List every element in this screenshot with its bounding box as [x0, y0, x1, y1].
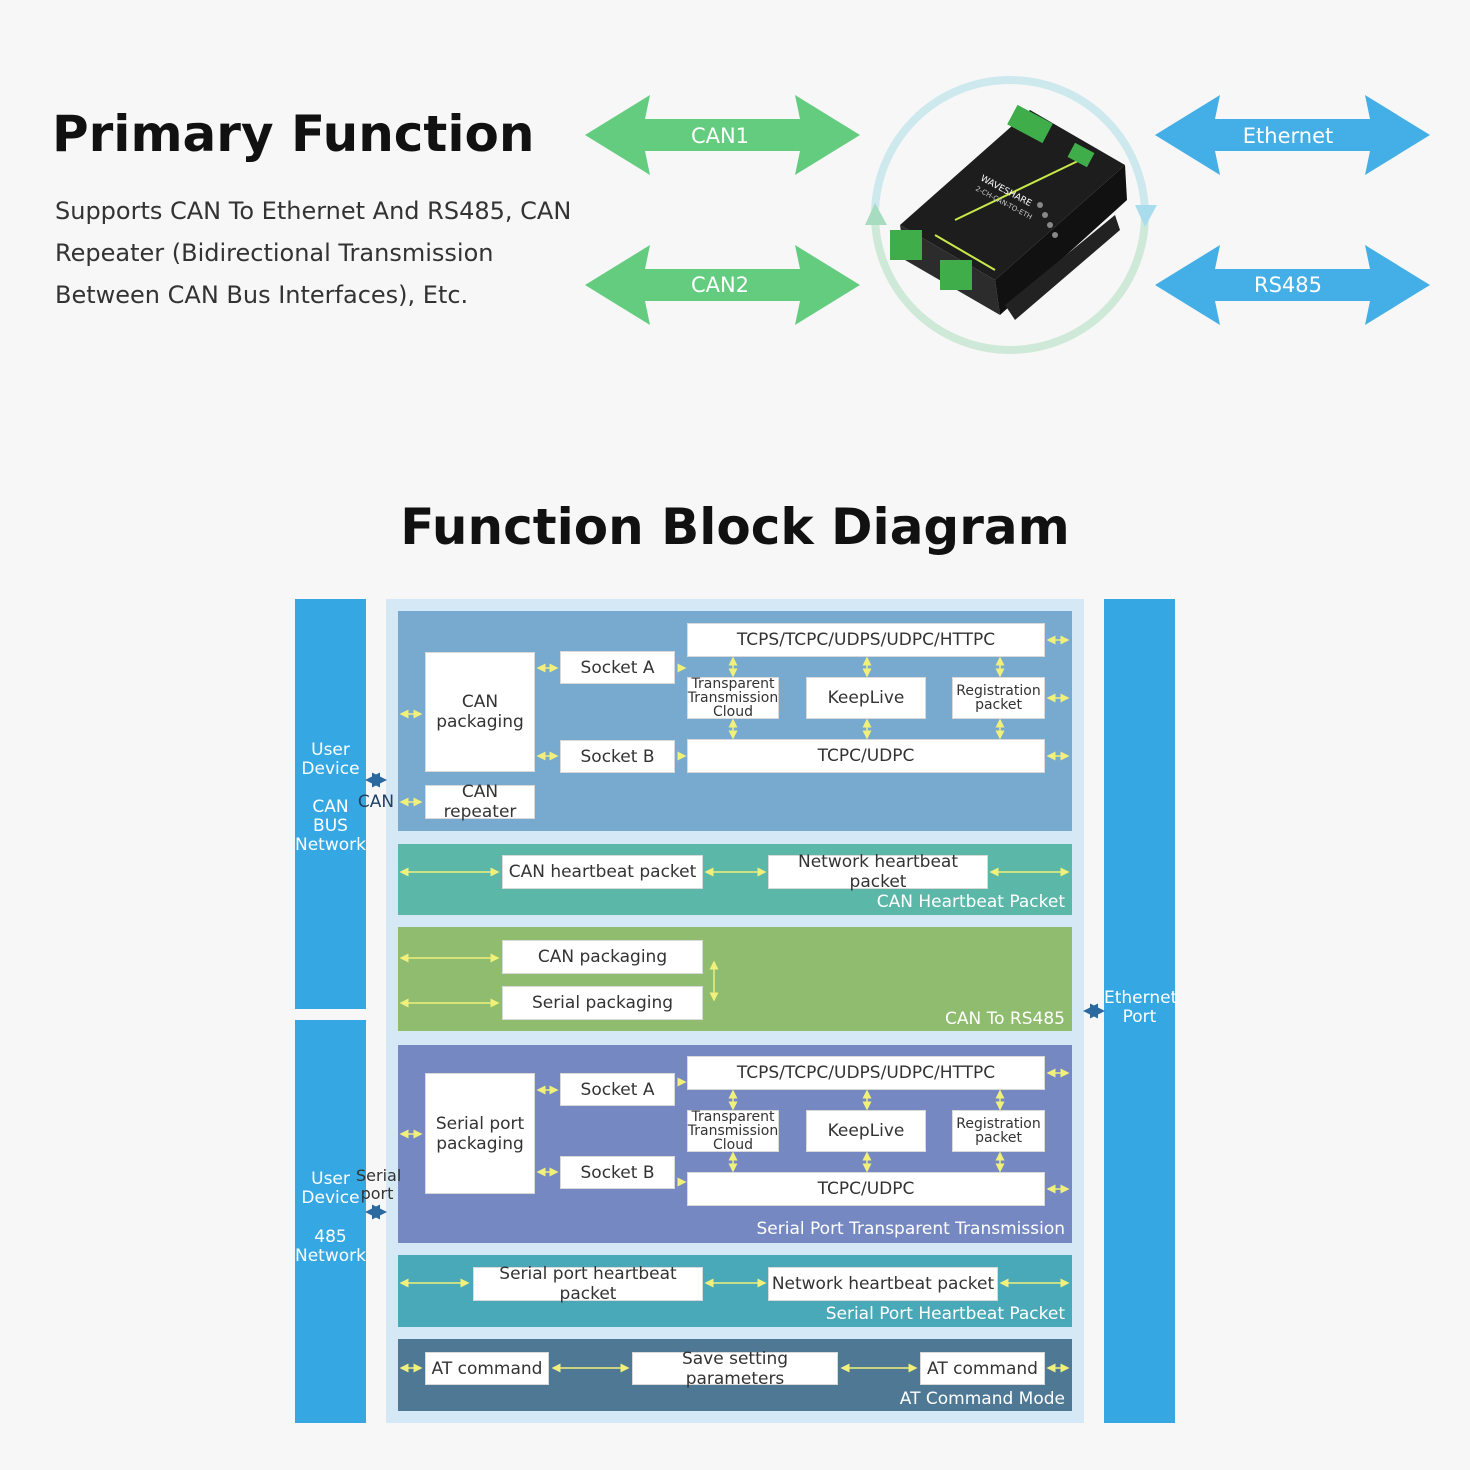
- eth-arrows: [1155, 95, 1430, 325]
- serial-socket-b-box: Socket B: [560, 1156, 675, 1189]
- terminal-left-1: [890, 230, 922, 260]
- terminal-left-2: [940, 260, 972, 290]
- can-tcpc-udpc-box: TCPC/UDPC: [687, 739, 1045, 773]
- block-diagram-title: Function Block Diagram: [400, 498, 1070, 556]
- can1-label: CAN1: [690, 124, 750, 148]
- ethernet-arrow-shape: [1155, 95, 1430, 175]
- serial-keeplive-box: KeepLive: [806, 1110, 926, 1152]
- cycle-arrow-bottom: [871, 214, 1149, 354]
- at-command-right-box: AT command: [920, 1352, 1045, 1385]
- serial-transparent-cloud-box: Transparent Transmission Cloud: [687, 1109, 779, 1153]
- serial-heartbeat-panel-label: Serial Port Heartbeat Packet: [825, 1304, 1065, 1324]
- can-heartbeat-packet-box: CAN heartbeat packet: [502, 855, 703, 889]
- serial-tcpc-udpc-box: TCPC/UDPC: [687, 1172, 1045, 1206]
- rs485-serial-packaging-box: Serial packaging: [502, 986, 703, 1020]
- can-transparent-cloud-box: Transparent Transmission Cloud: [687, 676, 779, 720]
- at-command-left-box: AT command: [425, 1352, 549, 1385]
- rs485-label: RS485: [1253, 273, 1322, 297]
- rs485-arrow-shape: [1155, 245, 1430, 325]
- serial-transparent-panel-label: Serial Port Transparent Transmission: [756, 1219, 1065, 1239]
- can-protocols-box: TCPS/TCPC/UDPS/UDPC/HTTPC: [687, 623, 1045, 657]
- device-illustration: WAVESHARE 2-CH-CAN-TO-ETH: [865, 76, 1157, 354]
- can1-arrow-shape: [585, 95, 860, 175]
- can-heartbeat-panel-label: CAN Heartbeat Packet: [876, 892, 1065, 912]
- can-keeplive-box: KeepLive: [806, 677, 926, 719]
- can-registration-box: Registration packet: [952, 677, 1045, 719]
- terminal-top: [1007, 104, 1053, 144]
- can-repeater-box: CAN repeater: [425, 782, 535, 822]
- device-side-face: [995, 165, 1127, 315]
- serial-network-heartbeat-box: Network heartbeat packet: [768, 1267, 998, 1301]
- can-user-device-column: [295, 599, 366, 1009]
- ethernet-label: Ethernet: [1242, 124, 1334, 148]
- rs485-can-packaging-box: CAN packaging: [502, 940, 703, 974]
- cycle-arrow-top: [871, 76, 1149, 216]
- can-arrows: [585, 95, 860, 325]
- at-command-panel-label: AT Command Mode: [899, 1389, 1065, 1409]
- save-setting-parameters-box: Save setting parameters: [632, 1349, 838, 1389]
- device-top-face: [900, 110, 1125, 280]
- serial-packaging-box: Serial port packaging: [425, 1073, 535, 1194]
- mount-flange: [1005, 215, 1120, 320]
- serial-heartbeat-packet-box: Serial port heartbeat packet: [473, 1264, 703, 1304]
- network-heartbeat-packet-box: Network heartbeat packet: [768, 852, 988, 892]
- ethernet-port-column: [1104, 599, 1175, 1423]
- primary-function-description: Supports CAN To Ethernet And RS485, CAN …: [55, 197, 572, 309]
- serial-registration-box: Registration packet: [952, 1110, 1045, 1152]
- can2-label: CAN2: [690, 273, 750, 297]
- can-packaging-box: CAN packaging: [425, 652, 535, 772]
- can-socket-a-box: Socket A: [560, 651, 675, 684]
- rs485-user-device-column: [295, 1020, 366, 1423]
- can-link-label: CAN: [357, 792, 395, 812]
- serial-socket-a-box: Socket A: [560, 1073, 675, 1106]
- can-rs485-panel-label: CAN To RS485: [945, 1009, 1065, 1029]
- can-socket-b-box: Socket B: [560, 740, 675, 773]
- primary-function-title: Primary Function: [52, 105, 535, 163]
- can2-arrow-shape: [585, 245, 860, 325]
- rj45-port: [1067, 142, 1095, 168]
- serial-protocols-box: TCPS/TCPC/UDPS/UDPC/HTTPC: [687, 1056, 1045, 1090]
